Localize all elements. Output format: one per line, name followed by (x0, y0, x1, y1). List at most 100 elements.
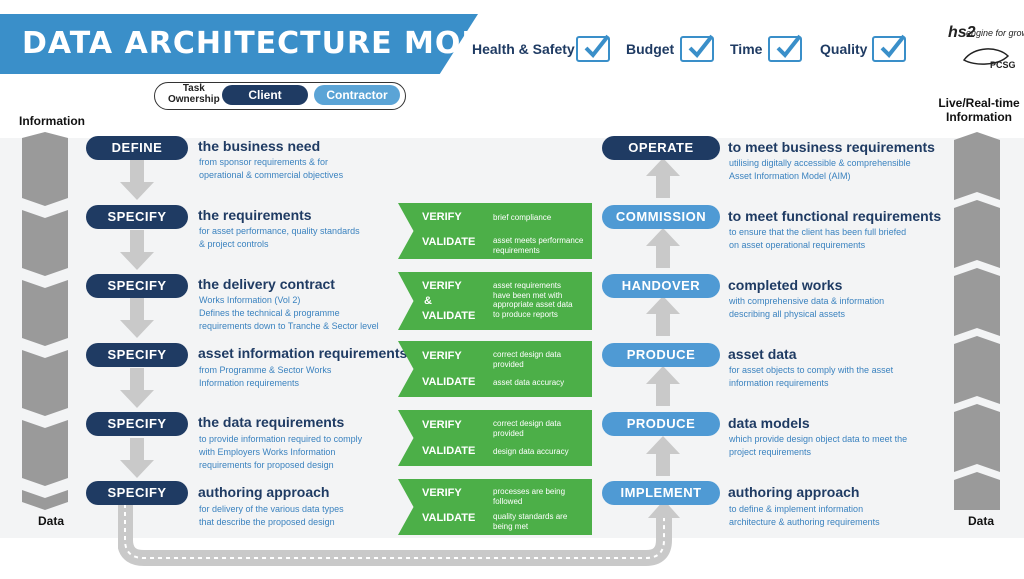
desc-line: information requirements (729, 378, 829, 388)
right-step-1-pill: OPERATE (602, 136, 720, 160)
checkbox-quality-icon (872, 34, 906, 62)
verify-label: VERIFY (422, 211, 462, 223)
left-step-4-desc: from Programme & Sector Works Informatio… (199, 364, 331, 390)
desc-line: Defines the technical & programme (199, 308, 340, 318)
logo-tagline: engine for growth (966, 28, 1024, 38)
text-line: processes are being (493, 487, 566, 496)
title-banner (0, 14, 478, 74)
left-step-3-desc: Works Information (Vol 2) Defines the te… (199, 294, 379, 333)
verify-text: correct design data provided (493, 350, 561, 369)
verify-box-3 (398, 341, 592, 397)
desc-line: to ensure that the client has been full … (729, 227, 907, 237)
desc-line: from Programme & Sector Works (199, 365, 332, 375)
verify-box-5 (398, 479, 592, 535)
desc-line: that describe the proposed design (199, 517, 335, 527)
verify-box-2 (398, 272, 592, 330)
left-step-3-pill: SPECIFY (86, 274, 188, 298)
verify-text: brief compliance (493, 213, 552, 222)
left-step-2-pill: SPECIFY (86, 205, 188, 229)
page-title: DATA ARCHITECTURE MODEL (22, 26, 529, 61)
right-top-label-line1: Live/Real-time (938, 96, 1020, 110)
text-line: asset meets performance (493, 236, 584, 245)
left-step-5-pill: SPECIFY (86, 412, 188, 436)
verify-label: VERIFY (422, 419, 462, 431)
verify-box-4 (398, 410, 592, 466)
text-line: followed (493, 496, 523, 506)
desc-line: for asset objects to comply with the ass… (729, 365, 894, 375)
right-bottom-label: Data (968, 514, 995, 528)
check-label-quality: Quality (820, 41, 868, 57)
desc-line: architecture & authoring requirements (729, 517, 880, 527)
left-step-1-desc: from sponsor requirements & for operatio… (199, 156, 343, 182)
text-line: quality standards are (493, 512, 568, 521)
validate-label: VALIDATE (422, 236, 476, 248)
validate-text: asset data accuracy (493, 378, 565, 387)
right-step-4-desc: for asset objects to comply with the ass… (729, 364, 893, 390)
text-line: correct design data (493, 419, 562, 428)
text-line: to produce reports (493, 309, 558, 319)
right-step-3-heading: completed works (728, 277, 843, 293)
left-step-6-pill: SPECIFY (86, 481, 188, 505)
desc-line: for delivery of the various data types (199, 504, 344, 514)
left-chevron-column (22, 132, 68, 510)
left-step-5-heading: the data requirements (198, 414, 345, 430)
ampersand-label: & (424, 295, 432, 307)
legend-client-pill: Client (222, 85, 308, 105)
text-line: provided (493, 428, 524, 438)
desc-line: to define & implement information (729, 504, 864, 514)
left-step-3-heading: the delivery contract (198, 276, 335, 292)
left-step-1-pill: DEFINE (86, 136, 188, 160)
text-line: appropriate asset data (493, 300, 573, 309)
desc-line: to provide information required to compl… (199, 434, 363, 444)
desc-line: on asset operational requirements (729, 240, 866, 250)
check-label-time: Time (730, 41, 763, 57)
right-step-4-pill: PRODUCE (602, 343, 720, 367)
ownership-label-line1: Task (182, 83, 205, 94)
text-line: have been met with (493, 290, 563, 300)
validate-text: asset meets performance requirements (493, 236, 583, 255)
right-chevron-column (954, 132, 1000, 510)
right-step-2-pill: COMMISSION (602, 205, 720, 229)
desc-line: utilising digitally accessible & compreh… (729, 158, 911, 168)
validate-label: VALIDATE (422, 445, 476, 457)
desc-line: requirements down to Tranche & Sector le… (199, 321, 379, 331)
desc-line: with Employers Works Information (199, 447, 336, 457)
right-top-label-line2: Information (946, 110, 1012, 124)
logo-swoosh-icon (962, 48, 1010, 65)
text-line: correct design data (493, 350, 562, 359)
left-step-6-heading: authoring approach (198, 484, 330, 500)
desc-line: Asset Information Model (AIM) (729, 171, 851, 181)
logo-sub: PCSG (990, 60, 1016, 70)
right-step-2-heading: to meet functional requirements (728, 208, 942, 224)
right-step-6-heading: authoring approach (728, 484, 860, 500)
verify-box-1 (398, 203, 592, 259)
right-step-1-heading: to meet business requirements (728, 139, 935, 155)
desc-line: Information requirements (199, 378, 300, 388)
right-up-arrows (646, 158, 680, 476)
verify-text: correct design data provided (493, 419, 561, 438)
left-step-4-pill: SPECIFY (86, 343, 188, 367)
check-label-health-safety: Health & Safety (472, 41, 575, 57)
desc-line: requirements for proposed design (199, 460, 334, 470)
text-line: asset requirements (493, 281, 562, 290)
validate-label: VALIDATE (422, 376, 476, 388)
desc-line: with comprehensive data & information (729, 296, 885, 306)
desc-line: Works Information (Vol 2) (199, 295, 301, 305)
right-step-1-desc: utilising digitally accessible & compreh… (729, 157, 911, 183)
validate-label: VALIDATE (422, 310, 476, 322)
right-step-4-heading: asset data (728, 346, 797, 362)
desc-line: describing all physical assets (729, 309, 846, 319)
check-label-budget: Budget (626, 41, 675, 57)
desc-line: & project controls (199, 239, 269, 249)
text-line: requirements (493, 245, 540, 255)
right-step-5-heading: data models (728, 415, 810, 431)
legend-contractor-pill: Contractor (314, 85, 400, 105)
validate-text: quality standards are being met (493, 512, 567, 531)
ownership-label: Task Ownership (168, 83, 220, 105)
right-step-6-pill: IMPLEMENT (602, 481, 720, 505)
left-step-2-heading: the requirements (198, 207, 312, 223)
left-step-4-heading: asset information requirements (198, 345, 408, 361)
right-step-5-pill: PRODUCE (602, 412, 720, 436)
bottom-connector-arrow (118, 496, 680, 566)
verify-label: VERIFY (422, 487, 462, 499)
